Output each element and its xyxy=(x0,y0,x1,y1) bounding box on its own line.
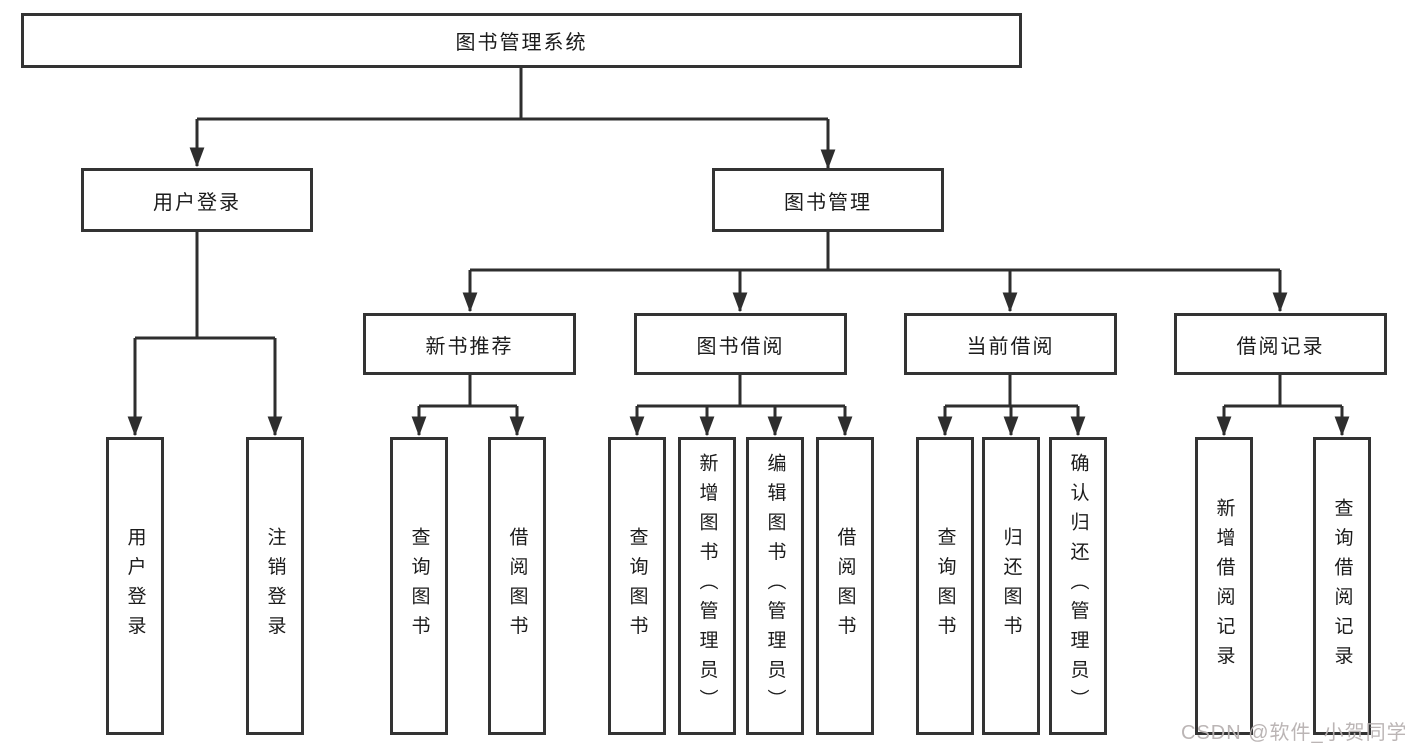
node-current-borrow-label: 当前借阅 xyxy=(966,335,1055,358)
node-borrow-records-label: 借阅记录 xyxy=(1236,335,1325,358)
node-leaf-query-borrow-record-label: 查询借阅记录 xyxy=(1331,497,1353,675)
node-root: 图书管理系统 xyxy=(21,13,1022,68)
node-leaf-query-books-recommend-label: 查询图书 xyxy=(408,527,430,645)
connector-trunks xyxy=(135,68,1342,408)
csdn-watermark: CSDN @软件_小贺同学 xyxy=(1181,722,1405,744)
node-leaf-logout-label: 注销登录 xyxy=(264,527,286,645)
node-new-book-recommend: 新书推荐 xyxy=(363,313,576,375)
node-leaf-add-borrow-record: 新增借阅记录 xyxy=(1195,437,1253,735)
node-book-borrow: 图书借阅 xyxy=(634,313,847,375)
node-leaf-query-books-recommend: 查询图书 xyxy=(390,437,448,735)
node-leaf-logout: 注销登录 xyxy=(246,437,304,735)
node-current-borrow: 当前借阅 xyxy=(904,313,1117,375)
node-leaf-edit-book-admin: 编辑图书（管理员） xyxy=(746,437,804,735)
node-leaf-borrow-books-borrow: 借阅图书 xyxy=(816,437,874,735)
node-leaf-query-books-borrow-label: 查询图书 xyxy=(626,527,648,645)
node-user-login: 用户登录 xyxy=(81,168,313,232)
node-book-management: 图书管理 xyxy=(712,168,944,232)
node-leaf-add-book-admin-label: 新增图书（管理员） xyxy=(696,453,718,719)
node-leaf-confirm-return-admin: 确认归还（管理员） xyxy=(1049,437,1107,735)
node-leaf-query-books-borrow: 查询图书 xyxy=(608,437,666,735)
node-leaf-add-book-admin: 新增图书（管理员） xyxy=(678,437,736,735)
node-leaf-return-book-label: 归还图书 xyxy=(1000,527,1022,645)
node-leaf-return-book: 归还图书 xyxy=(982,437,1040,735)
node-book-borrow-label: 图书借阅 xyxy=(696,335,785,358)
node-leaf-query-borrow-record: 查询借阅记录 xyxy=(1313,437,1371,735)
node-user-login-label: 用户登录 xyxy=(153,191,241,214)
node-book-management-label: 图书管理 xyxy=(784,191,872,214)
node-leaf-borrow-books-borrow-label: 借阅图书 xyxy=(834,527,856,645)
node-leaf-borrow-books-recommend-label: 借阅图书 xyxy=(506,527,528,645)
node-leaf-user-login-label: 用户登录 xyxy=(124,527,146,645)
node-leaf-query-books-current: 查询图书 xyxy=(916,437,974,735)
node-leaf-edit-book-admin-label: 编辑图书（管理员） xyxy=(764,453,786,719)
node-root-label: 图书管理系统 xyxy=(455,32,588,54)
node-leaf-confirm-return-admin-label: 确认归还（管理员） xyxy=(1067,453,1089,719)
node-leaf-borrow-books-recommend: 借阅图书 xyxy=(488,437,546,735)
node-leaf-query-books-current-label: 查询图书 xyxy=(934,527,956,645)
node-borrow-records: 借阅记录 xyxy=(1174,313,1387,375)
node-leaf-user-login: 用户登录 xyxy=(106,437,164,735)
node-leaf-add-borrow-record-label: 新增借阅记录 xyxy=(1213,497,1235,675)
node-new-book-recommend-label: 新书推荐 xyxy=(425,335,514,358)
